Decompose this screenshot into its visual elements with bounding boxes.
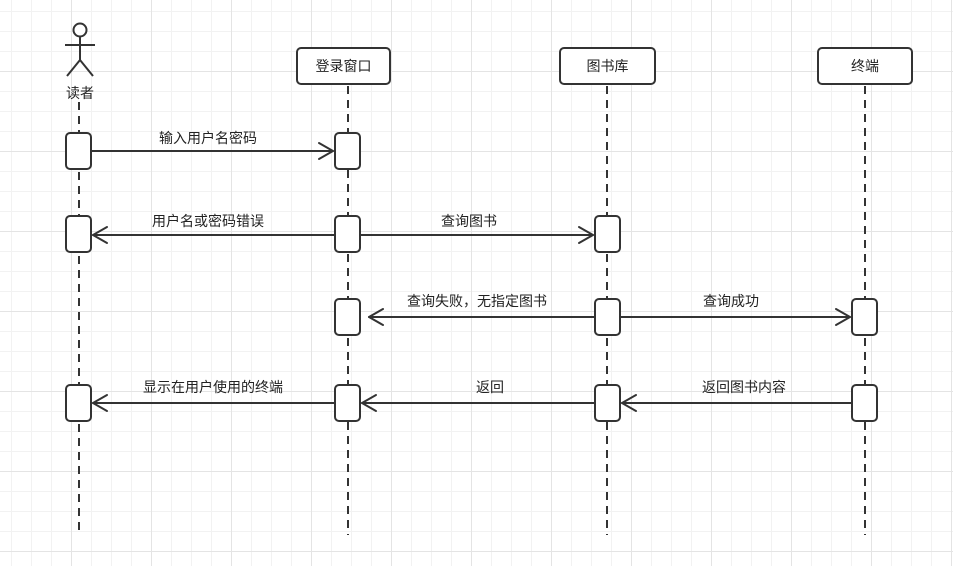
activation-terminal-2 xyxy=(851,384,878,422)
message-label-3: 查询图书 xyxy=(441,214,497,230)
message-arrow-4 xyxy=(368,308,596,326)
message-arrow-8 xyxy=(621,394,853,412)
reader-actor-icon xyxy=(65,22,95,77)
message-label-7: 返回 xyxy=(476,380,504,396)
activation-login-2 xyxy=(334,215,361,253)
message-label-8: 返回图书内容 xyxy=(702,380,786,396)
actor-label-reader: 读者 xyxy=(66,86,94,102)
message-label-2: 用户名或密码错误 xyxy=(152,214,264,230)
message-arrow-1 xyxy=(90,142,334,160)
activation-login-3 xyxy=(334,298,361,336)
activation-library-2 xyxy=(594,298,621,336)
activation-library-3 xyxy=(594,384,621,422)
message-arrow-2 xyxy=(92,226,336,244)
activation-library-1 xyxy=(594,215,621,253)
activation-reader-3 xyxy=(65,384,92,422)
message-label-5: 查询成功 xyxy=(703,294,759,310)
message-label-6: 显示在用户使用的终端 xyxy=(143,380,283,396)
message-arrow-5 xyxy=(619,308,851,326)
activation-login-4 xyxy=(334,384,361,422)
message-arrow-6 xyxy=(92,394,336,412)
activation-login-1 xyxy=(334,132,361,170)
participant-login-window: 登录窗口 xyxy=(296,47,391,85)
message-label-4: 查询失败，无指定图书 xyxy=(407,294,547,310)
message-label-1: 输入用户名密码 xyxy=(159,131,257,147)
participant-terminal: 终端 xyxy=(817,47,913,85)
message-arrow-3 xyxy=(359,226,594,244)
activation-reader-2 xyxy=(65,215,92,253)
activation-reader-1 xyxy=(65,132,92,170)
message-arrow-7 xyxy=(361,394,596,412)
activation-terminal-1 xyxy=(851,298,878,336)
participant-library: 图书库 xyxy=(559,47,656,85)
